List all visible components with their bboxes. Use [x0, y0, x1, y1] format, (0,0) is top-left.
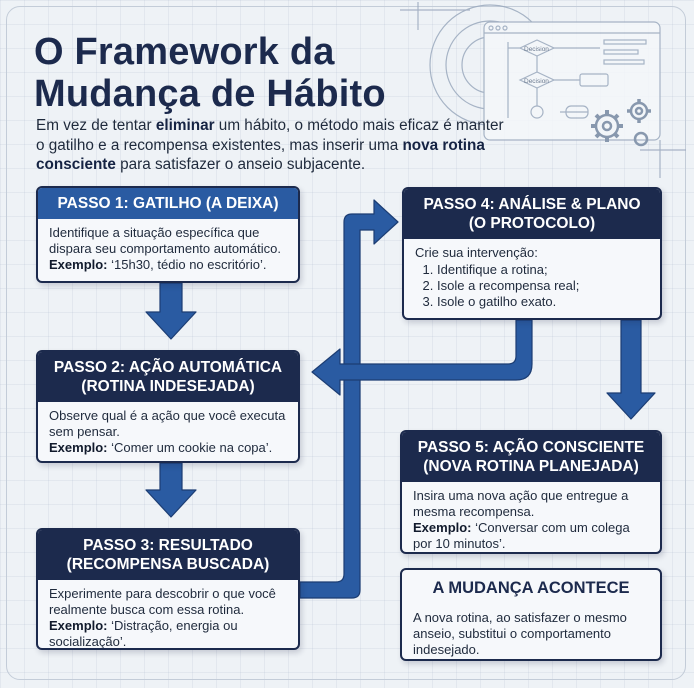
step-3-example: ‘Distração, energia ou socialização’.: [49, 618, 238, 649]
step-5-title-line-2: (NOVA ROTINA PLANEJADA): [423, 458, 639, 475]
step-3-title: PASSO 3: RESULTADO (RECOMPENSA BUSCADA): [38, 530, 298, 580]
list-item: Identifique a rotina;: [437, 262, 650, 278]
arrow-step3-to-step4: [299, 199, 399, 599]
step-3-card: PASSO 3: RESULTADO (RECOMPENSA BUSCADA) …: [36, 528, 300, 650]
arrow-step2-to-step3: [145, 462, 197, 518]
step-2-card: PASSO 2: AÇÃO AUTOMÁTICA (ROTINA INDESEJ…: [36, 350, 300, 463]
step-4-title-line-1: PASSO 4: ANÁLISE & PLANO: [423, 196, 641, 213]
step-5-text: Insira uma nova ação que entregue a mesm…: [413, 488, 629, 519]
step-1-card: PASSO 1: GATILHO (A DEIXA) Identifique a…: [36, 186, 300, 283]
step-1-text: Identifique a situação específica que di…: [49, 225, 281, 256]
list-item: Isole a recompensa real;: [437, 278, 650, 294]
intro-text-3: para satisfazer o anseio subjacente.: [115, 156, 366, 173]
step-2-example: ‘Comer um cookie na copa’.: [107, 440, 273, 455]
intro-paragraph: Em vez de tentar eliminar um hábito, o m…: [36, 116, 506, 175]
step-1-example: ‘15h30, tédio no escritório’.: [107, 257, 267, 272]
conclusion-title: A MUDANÇA ACONTECE: [432, 579, 630, 597]
step-2-text: Observe qual é a ação que você executa s…: [49, 408, 286, 439]
step-5-title-line-1: PASSO 5: AÇÃO CONSCIENTE: [417, 439, 645, 456]
step-3-example-label: Exemplo:: [49, 618, 108, 633]
intro-text-2: um hábito, o método mais eficaz é manter…: [36, 117, 504, 154]
step-5-example-label: Exemplo:: [413, 520, 472, 535]
step-5-example: ‘Conversar com um colega por 10 minutos’…: [413, 520, 630, 551]
step-4-title: PASSO 4: ANÁLISE & PLANO (O PROTOCOLO): [404, 189, 660, 239]
step-1-example-label: Exemplo:: [49, 257, 108, 272]
step-4-list: Identifique a rotina; Isole a recompensa…: [415, 262, 650, 310]
step-2-title-line-1: PASSO 2: AÇÃO AUTOMÁTICA: [53, 359, 283, 376]
step-5-body: Insira uma nova ação que entregue a mesm…: [402, 482, 660, 552]
step-3-body: Experimente para descobrir o que você re…: [38, 580, 298, 649]
step-5-card: PASSO 5: AÇÃO CONSCIENTE (NOVA ROTINA PL…: [400, 430, 662, 554]
flowchart-decoration: Decision Decision: [400, 2, 686, 178]
step-2-body: Observe qual é a ação que você executa s…: [38, 402, 298, 461]
arrow-step4-to-step2: [311, 319, 533, 396]
gear-icon: [591, 99, 651, 147]
intro-bold-1: eliminar: [155, 117, 215, 134]
conclusion-text: A nova rotina, ao satisfazer o mesmo ans…: [413, 610, 627, 657]
step-2-example-label: Exemplo:: [49, 440, 108, 455]
step-4-text: Crie sua intervenção:: [415, 245, 538, 260]
step-4-title-line-2: (O PROTOCOLO): [468, 215, 596, 232]
step-3-text: Experimente para descobrir o que você re…: [49, 586, 276, 617]
intro-text-1: Em vez de tentar: [36, 117, 156, 134]
step-2-title-line-2: (ROTINA INDESEJADA): [81, 378, 255, 395]
step-3-title-line-2: (RECOMPENSA BUSCADA): [66, 556, 270, 573]
list-item: Isole o gatilho exato.: [437, 294, 650, 310]
flowchart-label-1: Decision: [524, 46, 549, 53]
page-frame: [6, 6, 686, 680]
step-1-body: Identifique a situação específica que di…: [38, 219, 298, 279]
step-4-card: PASSO 4: ANÁLISE & PLANO (O PROTOCOLO) C…: [402, 187, 662, 320]
intro-bold-2: nova rotina consciente: [36, 136, 485, 174]
step-4-body: Crie sua intervenção: Identifique a roti…: [404, 239, 660, 316]
arrow-step4-to-step5: [606, 319, 656, 420]
title-line-1: O Framework da: [34, 31, 335, 73]
step-3-title-line-1: PASSO 3: RESULTADO: [83, 537, 253, 554]
page-title: O Framework da Mudança de Hábito: [34, 31, 386, 115]
title-line-2: Mudança de Hábito: [34, 73, 386, 115]
step-1-title: PASSO 1: GATILHO (A DEIXA): [38, 188, 298, 219]
conclusion-card: A MUDANÇA ACONTECE A nova rotina, ao sat…: [400, 568, 662, 661]
step-5-title: PASSO 5: AÇÃO CONSCIENTE (NOVA ROTINA PL…: [402, 432, 660, 482]
arrow-step1-to-step2: [145, 282, 197, 340]
flowchart-label-2: Decision: [524, 78, 549, 85]
step-2-title: PASSO 2: AÇÃO AUTOMÁTICA (ROTINA INDESEJ…: [38, 352, 298, 402]
